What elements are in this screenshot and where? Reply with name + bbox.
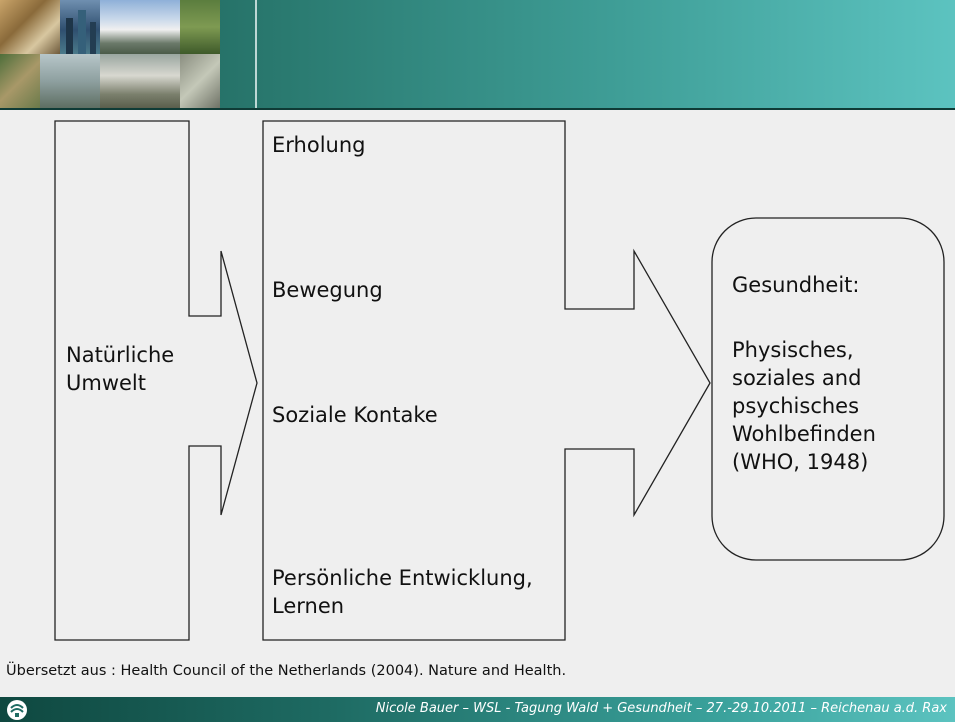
- left-box-line: Natürliche: [66, 343, 175, 367]
- left-box-line: Umwelt: [66, 371, 146, 395]
- middle-item-bewegung: Bewegung: [272, 278, 383, 302]
- outcome-line: (WHO, 1948): [732, 450, 869, 474]
- header-photo-mosaic: [0, 0, 220, 108]
- footer-bar: Nicole Bauer – WSL - Tagung Wald + Gesun…: [0, 697, 955, 722]
- header-divider: [255, 0, 257, 108]
- wsl-logo-icon: [7, 700, 27, 720]
- outcome-text: Physisches, soziales and psychisches Woh…: [732, 336, 876, 476]
- middle-arrow-shape: [262, 120, 711, 641]
- header-banner: [0, 0, 955, 110]
- outcome-line: psychisches: [732, 394, 860, 418]
- outcome-line: soziales and: [732, 366, 862, 390]
- outcome-box: [711, 217, 945, 561]
- outcome-line: Wohlbefinden: [732, 422, 876, 446]
- source-note: Übersetzt aus : Health Council of the Ne…: [6, 663, 567, 679]
- left-arrow-shape: [54, 120, 258, 641]
- middle-item-line: Lernen: [272, 594, 345, 618]
- middle-item-soziale-kontake: Soziale Kontake: [272, 403, 438, 427]
- flow-diagram: [54, 120, 945, 641]
- middle-item-line: Persönliche Entwicklung,: [272, 566, 533, 590]
- left-box-label: Natürliche Umwelt: [66, 341, 174, 397]
- middle-item-entwicklung: Persönliche Entwicklung, Lernen: [272, 564, 533, 620]
- footer-credit: Nicole Bauer – WSL - Tagung Wald + Gesun…: [375, 701, 947, 716]
- outcome-line: Physisches,: [732, 338, 854, 362]
- middle-item-erholung: Erholung: [272, 133, 366, 157]
- outcome-heading: Gesundheit:: [732, 273, 860, 297]
